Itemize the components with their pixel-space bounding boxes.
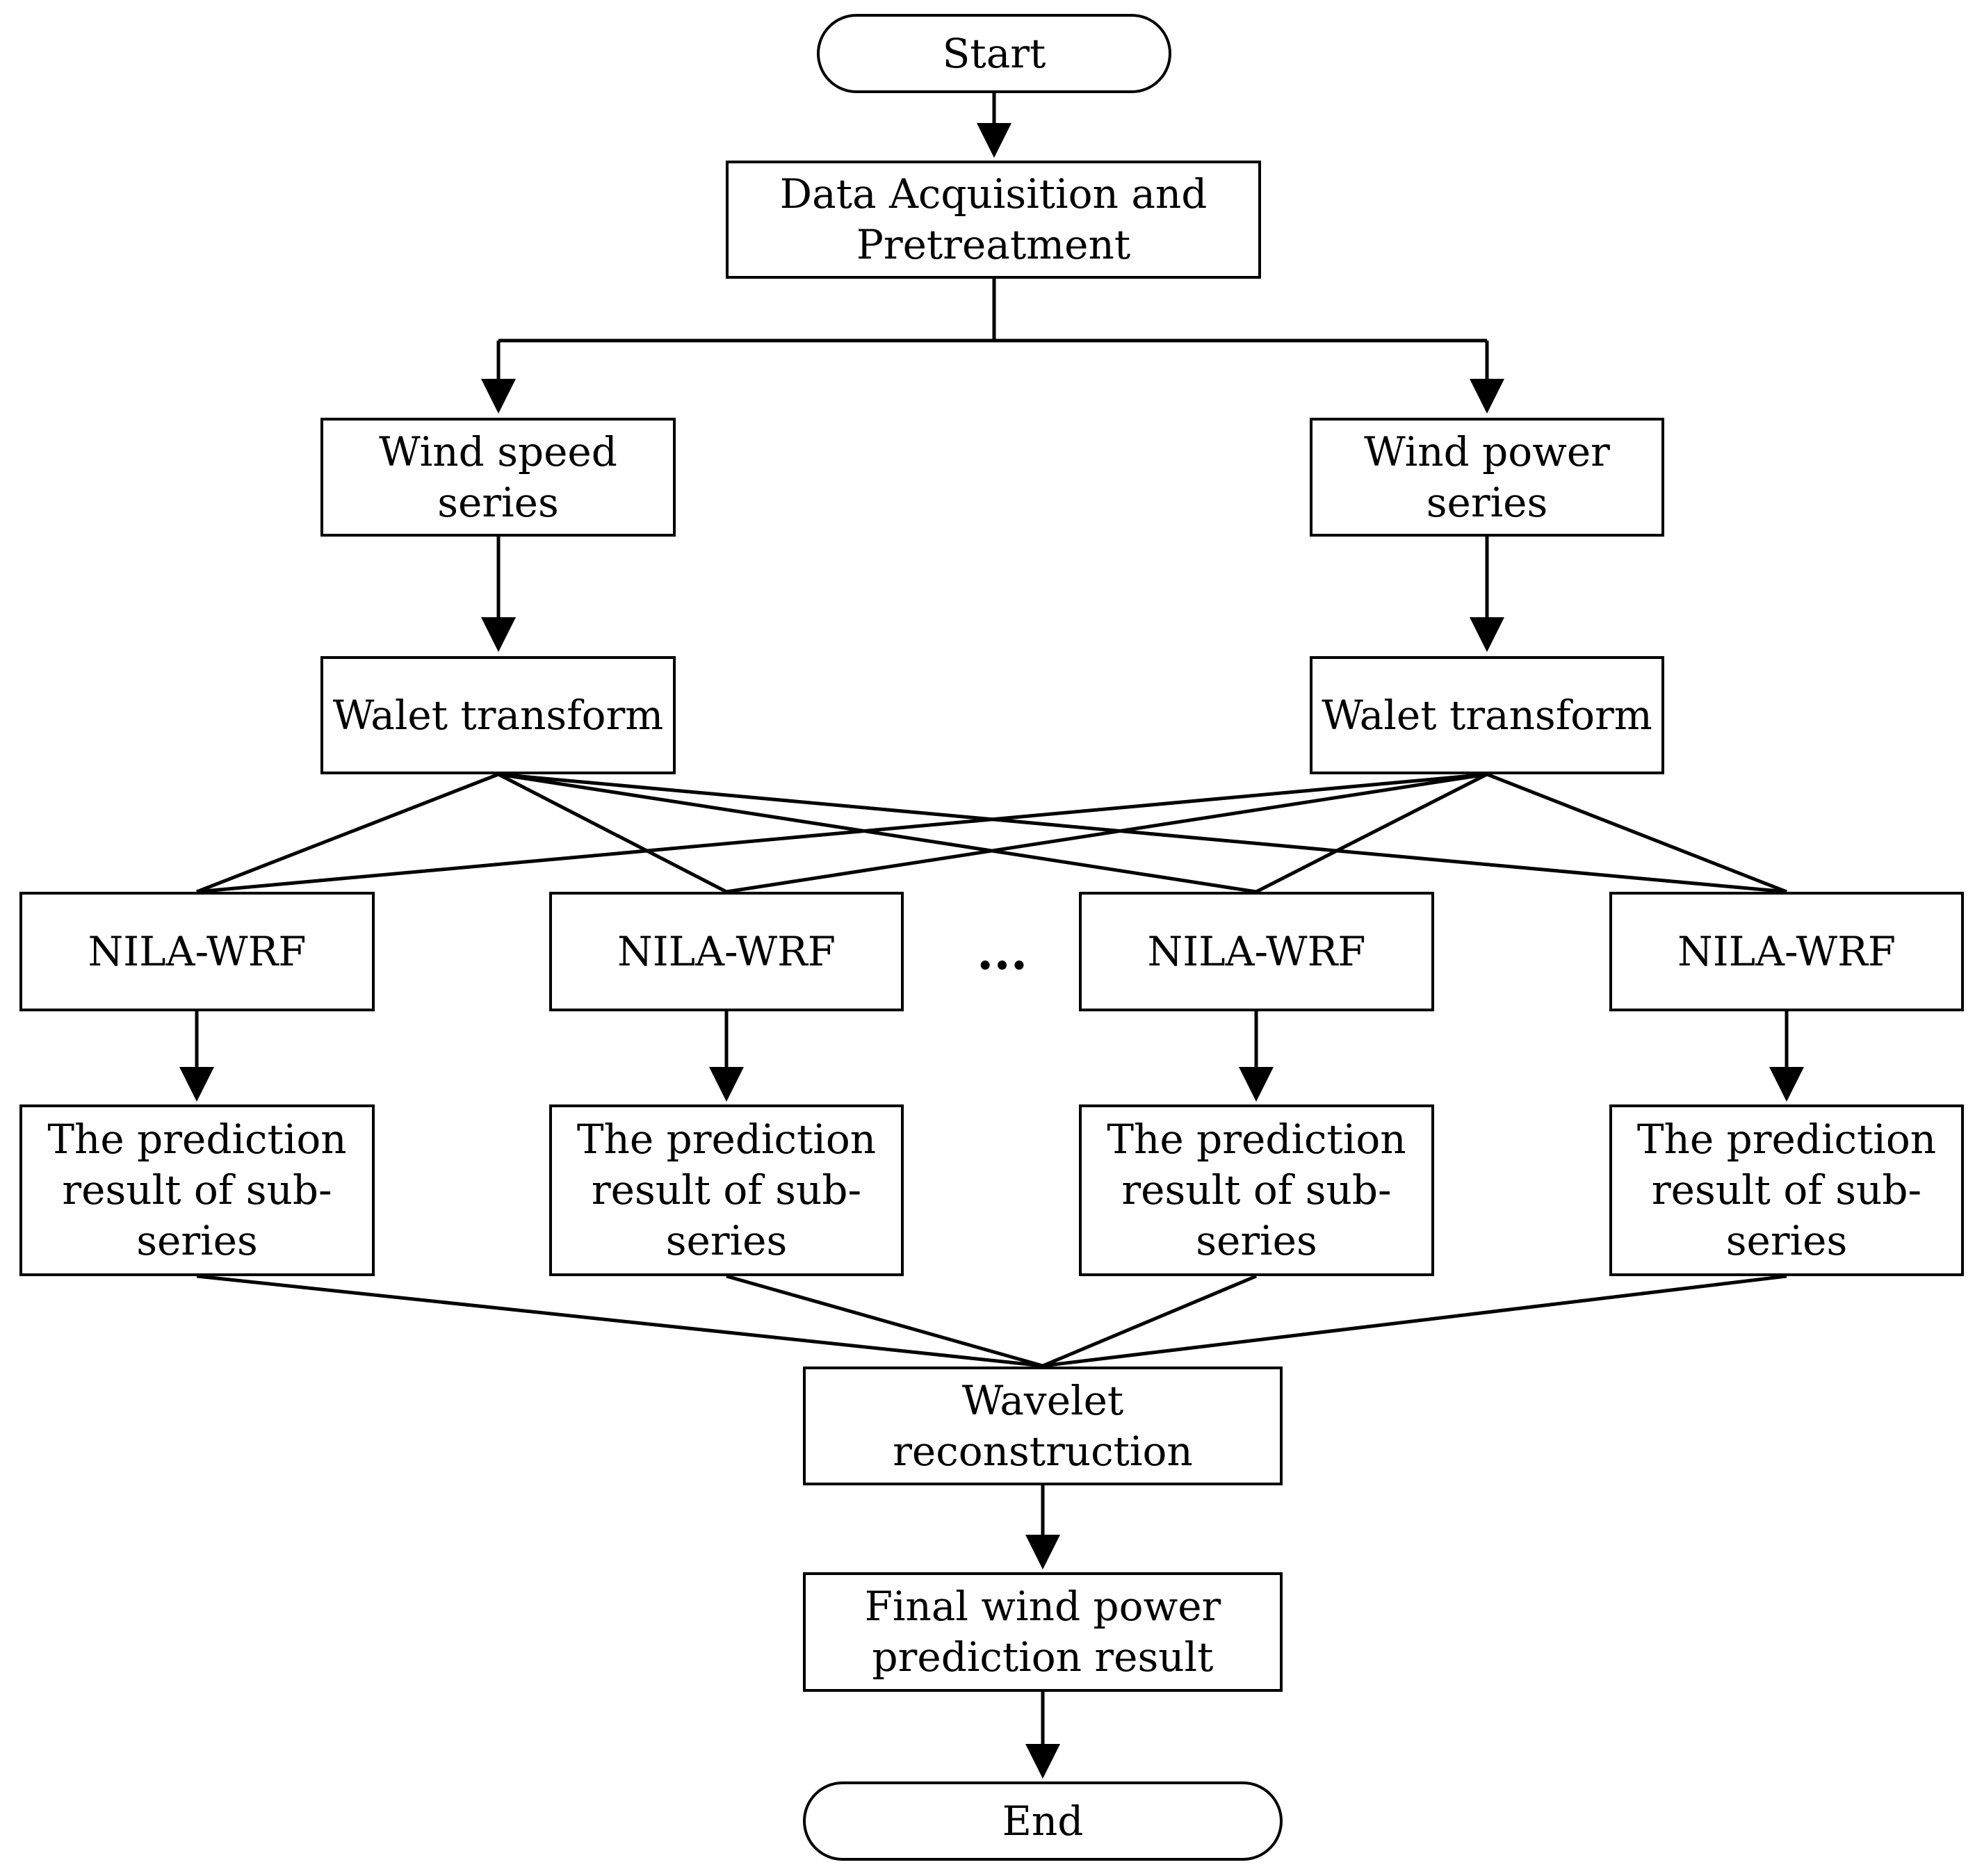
data-acquisition-box: Data Acquisition and Pretreatment <box>726 161 1261 279</box>
sub-result-box-2: The prediction result of sub- series <box>549 1104 904 1276</box>
line-result-2-to-reconstruction <box>726 1274 1043 1368</box>
end-terminal: End <box>803 1781 1283 1861</box>
line-right-transform-to-model-1 <box>196 772 1488 894</box>
wavelet-transform-left-box: Walet transform <box>320 656 676 774</box>
line-right-transform-to-model-3 <box>1255 772 1488 894</box>
line-left-transform-to-model-2 <box>497 772 728 894</box>
sub-result-box-1: The prediction result of sub- series <box>19 1104 375 1276</box>
final-result-box: Final wind power prediction result <box>803 1572 1283 1692</box>
wavelet-reconstruction-box: Wavelet reconstruction <box>803 1367 1283 1485</box>
line-left-transform-to-model-4 <box>498 772 1787 894</box>
line-result-3-to-reconstruction <box>1042 1274 1257 1368</box>
line-left-transform-to-model-3 <box>498 772 1257 894</box>
line-left-transform-to-model-1 <box>196 772 499 894</box>
start-terminal: Start <box>817 14 1171 93</box>
ellipsis: ... <box>977 923 1028 981</box>
line-result-4-to-reconstruction <box>1042 1274 1787 1368</box>
sub-result-box-3: The prediction result of sub- series <box>1079 1104 1434 1276</box>
model-box-4: NILA-WRF <box>1609 892 1964 1011</box>
line-result-1-to-reconstruction <box>196 1274 1043 1368</box>
model-box-3: NILA-WRF <box>1079 892 1434 1011</box>
line-right-transform-to-model-4 <box>1486 772 1787 894</box>
wavelet-transform-right-box: Walet transform <box>1310 656 1664 774</box>
sub-result-box-4: The prediction result of sub- series <box>1609 1104 1964 1276</box>
model-box-2: NILA-WRF <box>549 892 904 1011</box>
line-right-transform-to-model-2 <box>726 772 1488 894</box>
wind-speed-series-box: Wind speed series <box>320 418 676 537</box>
model-box-1: NILA-WRF <box>19 892 375 1011</box>
wind-power-series-box: Wind power series <box>1310 418 1664 537</box>
